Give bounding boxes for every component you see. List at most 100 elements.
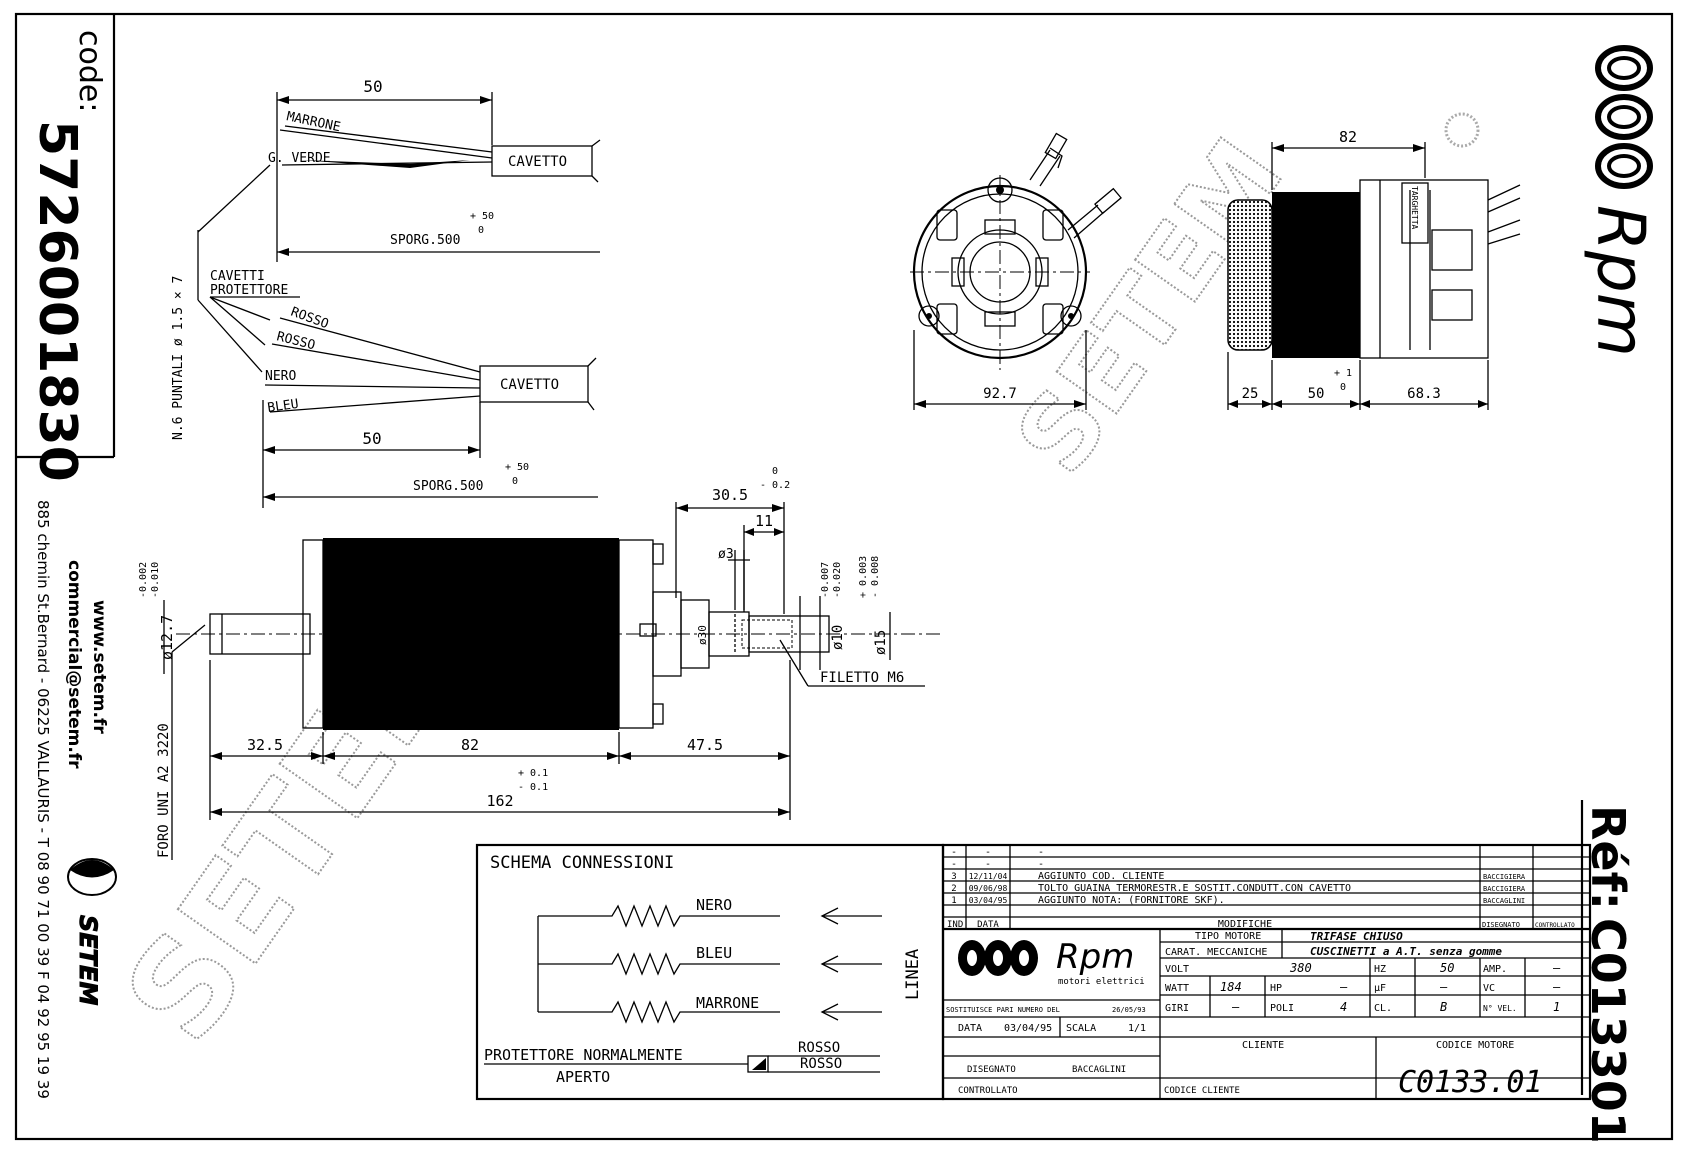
schema-title: SCHEMA CONNESSIONI xyxy=(490,853,674,873)
mod-row-text: AGGIUNTO NOTA: (FORNITORE SKF). xyxy=(1038,895,1225,906)
dim-dia12-7: ø12.7 xyxy=(158,615,176,660)
giri-label: GIRI xyxy=(1165,1003,1189,1014)
volt-value: 380 xyxy=(1289,961,1312,975)
wire-bleu: BLEU xyxy=(266,397,299,416)
puntali-leader xyxy=(197,299,263,373)
dim-dia10-tol-1: -0.007 xyxy=(820,562,831,598)
cable-box-bottom xyxy=(479,365,589,403)
title-rpm-text: Rpm xyxy=(1056,937,1134,977)
mod-row-date: 03/04/95 xyxy=(969,896,1008,905)
hdr-ind: IND xyxy=(947,920,963,930)
mod-row-text: TOLTO GUAINA TERMORESTR.E SOSTIT.CONDUTT… xyxy=(1038,883,1351,894)
dim-82-side: 82 xyxy=(1339,128,1357,146)
data-label: DATA xyxy=(958,1023,982,1034)
uf-value: – xyxy=(1440,980,1448,994)
sporg-top-tol-plus: + 50 xyxy=(470,211,494,222)
motor-body xyxy=(323,538,619,730)
stator xyxy=(1272,192,1360,358)
mod-row-ind: - xyxy=(951,859,957,870)
dim-92-7: 92.7 xyxy=(983,386,1017,402)
resistor-nero xyxy=(538,904,780,928)
sostituisce-label: SOSTITUISCE PARI NUMERO DEL xyxy=(946,1006,1060,1014)
setem-logo: SETEM xyxy=(67,858,117,1006)
schema-rosso-2: ROSSO xyxy=(800,1056,842,1072)
mod-row-date: 12/11/04 xyxy=(969,872,1008,881)
sostituisce-date: 26/05/93 xyxy=(1112,1006,1146,1014)
rear-housing xyxy=(1359,179,1489,359)
dim-82-body: 82 xyxy=(461,736,479,754)
rpm-brand-text: Rpm xyxy=(1582,205,1659,357)
dim-162-tol-2: - 0.1 xyxy=(518,782,548,793)
motor-front-view: 92.7 xyxy=(910,132,1122,410)
wiring-top: 50 MARRONE G. VERDE CAVETTO SPORG.500 + … xyxy=(268,77,601,262)
nvel-value: 1 xyxy=(1553,1000,1560,1014)
puntali-label: N.6 PUNTALI ø 1.5 × 7 xyxy=(171,276,186,440)
protettore-line2: APERTO xyxy=(556,1068,610,1086)
wiring-bottom: CAVETTI PROTETTORE ROSSO ROSSO NERO BLEU… xyxy=(209,269,598,508)
vc-label: VC xyxy=(1483,983,1495,994)
dim-50-bottom: 50 xyxy=(362,429,381,448)
mod-row-by: BACCAGLINI xyxy=(1483,897,1525,905)
mod-row-ind: 1 xyxy=(951,896,956,906)
mod-row-ind: - xyxy=(951,847,957,858)
carat-label: CARAT. MECCANICHE xyxy=(1165,947,1267,958)
dim-dia15-tol-1: + 0.003 xyxy=(858,556,869,598)
wire-rosso-1: ROSSO xyxy=(289,305,331,333)
mod-row-text: - xyxy=(1038,859,1044,870)
cl-label: CL. xyxy=(1374,1003,1392,1014)
volt-label: VOLT xyxy=(1165,964,1189,975)
dim-dia15-tol-2: - 0.008 xyxy=(870,556,881,598)
left-panel: code: 5726001830 885 chemin St.Bernard -… xyxy=(27,30,117,1099)
foro-uni-label: FORO UNI A2 3220 xyxy=(156,723,172,858)
amp-label: AMP. xyxy=(1483,964,1507,975)
wire-nero: NERO xyxy=(265,369,296,384)
dim-dia10-tol-2: -0.020 xyxy=(832,562,843,598)
sheet-border xyxy=(14,12,1674,1141)
setem-logo-text: SETEM xyxy=(74,915,102,1005)
mod-row-text: - xyxy=(1038,847,1044,858)
vc-value: – xyxy=(1553,980,1561,994)
dim-30-5: 30.5 xyxy=(712,486,748,504)
hdr-disegnato: DISEGNATO xyxy=(1482,921,1520,929)
carat-value: CUSCINETTI a A.T. senza gomme xyxy=(1310,945,1502,958)
cavetti-label: CAVETTI xyxy=(210,269,265,284)
cl-value: B xyxy=(1440,1000,1447,1014)
dim-50-side-tol-zero: 0 xyxy=(1340,382,1346,393)
codice-motore-value: C0133.01 xyxy=(1398,1065,1543,1100)
company-website: www.setem.fr xyxy=(89,600,109,734)
protettore-line1: PROTETTORE NORMALMENTE xyxy=(484,1046,683,1064)
shaft-left xyxy=(209,613,311,655)
scala-value: 1/1 xyxy=(1128,1023,1146,1034)
protector-switch xyxy=(747,1055,769,1073)
mod-row-date: - xyxy=(985,847,991,858)
data-value: 03/04/95 xyxy=(1004,1023,1052,1034)
cable-label-top: CAVETTO xyxy=(508,154,567,170)
rpm-logo-coils xyxy=(1595,45,1653,189)
dim-50-side: 50 xyxy=(1308,386,1325,402)
targhetta-label: TARGHETTA xyxy=(1410,186,1419,230)
dim-47-5: 47.5 xyxy=(687,736,723,754)
nvel-label: N° VEL. xyxy=(1483,1004,1517,1013)
resistor-bleu xyxy=(538,952,780,976)
dim-11: 11 xyxy=(755,512,773,530)
dim-dia3: ø3 xyxy=(718,547,734,562)
poli-label: POLI xyxy=(1270,1003,1294,1014)
mod-row-text: AGGIUNTO COD. CLIENTE xyxy=(1038,871,1164,882)
disegnato-value: BACCAGLINI xyxy=(1072,1065,1126,1075)
hp-value: – xyxy=(1340,980,1348,994)
company-address: 885 chemin St.Bernard - 06225 VALLAURIS … xyxy=(34,500,52,1099)
schema-wire-marrone: MARRONE xyxy=(696,994,759,1012)
mod-row-date: - xyxy=(985,859,991,870)
dim-dia30: ø30 xyxy=(696,625,709,645)
wire-gverde-top: G. VERDE xyxy=(268,151,331,166)
giri-value: – xyxy=(1232,1000,1240,1014)
sporg-bottom: SPORG.500 xyxy=(413,479,483,494)
company-email: commercial@setem.fr xyxy=(64,560,84,769)
hdr-controllato: CONTROLLATO xyxy=(1535,922,1575,929)
hz-label: HZ xyxy=(1374,964,1386,975)
hdr-modifiche: MODIFICHE xyxy=(1218,919,1272,930)
title-block: - - - - - - 3 12/11/04 AGGIUNTO COD. CLI… xyxy=(941,843,1592,1101)
dim-32-5: 32.5 xyxy=(247,736,283,754)
dim-dia15: ø15 xyxy=(873,630,889,655)
code-number: 5726001830 xyxy=(27,120,87,482)
